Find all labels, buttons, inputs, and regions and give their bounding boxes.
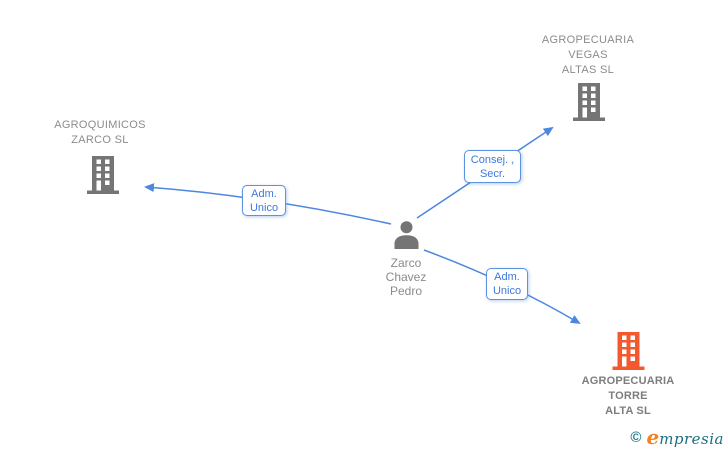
company-node-agropecuaria-vegas-altas[interactable]: AGROPECUARIA VEGAS ALTAS SL xyxy=(518,33,658,78)
person-icon[interactable] xyxy=(393,221,420,249)
building-icon[interactable] xyxy=(573,83,605,121)
role-line: Consej. , xyxy=(470,153,515,166)
company-name-line: TORRE xyxy=(608,390,648,402)
role-line: Adm. xyxy=(494,271,520,283)
building-icon[interactable] xyxy=(87,156,119,194)
copyright-icon: © xyxy=(630,428,642,446)
role-box-adm-unico-left: Adm. Unico xyxy=(242,185,286,216)
empresia-logo[interactable]: © empresia xyxy=(630,425,724,449)
company-name-line: VEGAS xyxy=(568,49,608,61)
role-line: Unico xyxy=(492,285,522,297)
person-name-line: Zarco xyxy=(390,256,422,270)
company-node-agropecuaria-torre-alta[interactable]: AGROPECUARIA TORRE ALTA SL xyxy=(558,374,698,419)
role-line: Unico xyxy=(249,201,279,214)
empresia-wordmark: empresia xyxy=(646,425,724,449)
company-name-line: ALTA SL xyxy=(605,405,651,417)
person-node-zarco-chavez-pedro[interactable]: Zarco Chavez Pedro xyxy=(336,256,476,298)
brand-initial: e xyxy=(646,425,660,449)
person-name-line: Chavez xyxy=(385,270,427,284)
company-name-line: ZARCO SL xyxy=(71,134,129,146)
role-box-consej-secr: Consej. , Secr. xyxy=(464,150,521,183)
company-name-line: ALTAS SL xyxy=(561,64,615,76)
company-name-line: AGROPECUARIA xyxy=(541,34,635,46)
company-node-agroquimicos-zarco[interactable]: AGROQUIMICOS ZARCO SL xyxy=(30,118,170,148)
role-line: Adm. xyxy=(251,187,277,200)
company-name-line: AGROPECUARIA xyxy=(581,375,675,387)
person-name-line: Pedro xyxy=(389,284,423,298)
role-line: Secr. xyxy=(479,167,506,180)
brand-rest: mpresia xyxy=(659,430,724,448)
role-box-adm-unico-bottomright: Adm. Unico xyxy=(486,268,528,300)
building-icon-highlighted[interactable] xyxy=(612,332,645,370)
company-name-line: AGROQUIMICOS xyxy=(54,119,146,131)
